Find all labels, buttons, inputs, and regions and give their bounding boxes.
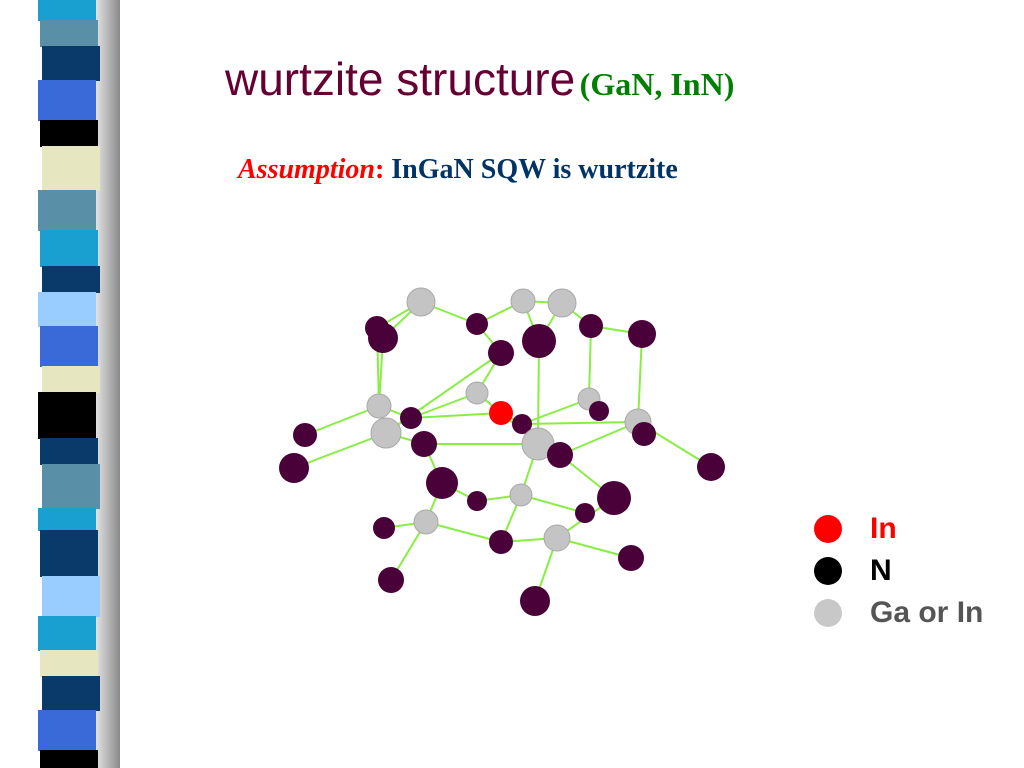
atom-n — [579, 314, 603, 338]
legend-item-in: In — [814, 512, 897, 546]
atom-n — [293, 423, 317, 447]
atom-ga-or-in — [510, 288, 536, 314]
atom-n — [522, 324, 556, 358]
atom-n — [489, 530, 513, 554]
stripe-segment — [38, 392, 96, 439]
bond — [410, 392, 478, 419]
atom-n — [697, 453, 725, 481]
atom-n — [632, 422, 656, 446]
legend-item-n: N — [814, 554, 892, 588]
bond — [304, 405, 380, 436]
title-sub: (GaN, InN) — [579, 66, 735, 102]
stripe-segment — [40, 326, 98, 367]
stripe-segment — [38, 292, 96, 327]
legend-label-in: In — [870, 512, 897, 545]
legend-label-ga-or-in: Ga or In — [870, 596, 984, 629]
stripe-segment — [38, 616, 96, 651]
legend-dot-ga-or-in — [814, 599, 842, 627]
bond — [293, 432, 387, 469]
bond — [521, 398, 590, 425]
atom-n — [467, 491, 487, 511]
stripe-segment — [38, 80, 96, 121]
atom-ga-or-in — [509, 483, 533, 507]
atom-n — [597, 481, 631, 515]
stripe-segment — [40, 650, 98, 677]
stripe-segment — [42, 676, 100, 711]
stripe-segment — [40, 530, 98, 577]
stripe-segment — [42, 266, 100, 293]
legend-item-ga-or-in: Ga or In — [814, 596, 983, 630]
decorative-stripe — [38, 0, 120, 768]
bond — [410, 412, 502, 419]
legend-dot-n — [814, 557, 842, 585]
assumption-line: Assumption: InGaN SQW is wurtzite — [238, 154, 678, 186]
stripe-segment — [38, 710, 96, 751]
atom-n — [589, 401, 609, 421]
stripe-segment — [38, 508, 96, 531]
stripe-segment — [38, 190, 96, 231]
assumption-colon: : — [374, 154, 385, 185]
bond — [637, 333, 643, 423]
atom-ga-or-in — [406, 287, 436, 317]
stripe-segment — [42, 146, 100, 191]
atom-n — [520, 586, 550, 616]
stripe-segment — [40, 120, 98, 147]
assumption-text: InGaN SQW is wurtzite — [391, 154, 678, 185]
atom-n — [279, 453, 309, 483]
assumption-label: Assumption — [238, 154, 375, 185]
atom-n — [628, 320, 656, 348]
slide-title: wurtzite structure (GaN, InN) — [225, 52, 734, 106]
legend-dot-in — [814, 515, 842, 543]
bond — [559, 421, 639, 456]
atom-in — [489, 401, 513, 425]
atom-n — [373, 517, 395, 539]
legend-label-n: N — [870, 554, 892, 587]
atom-n — [426, 467, 458, 499]
atom-n — [378, 567, 404, 593]
atom-n — [618, 545, 644, 571]
bond — [521, 421, 639, 425]
stripe-segment — [40, 750, 98, 768]
stripe-segment — [42, 46, 100, 81]
stripe-segment — [40, 20, 98, 47]
stripe-segment — [40, 438, 98, 465]
bond — [588, 325, 592, 400]
atom-ga-or-in — [547, 288, 577, 318]
atom-n — [411, 431, 437, 457]
stripe-segment — [42, 464, 100, 509]
stripe-segment — [42, 366, 100, 393]
bond — [537, 340, 540, 445]
atom-n — [547, 442, 573, 468]
atom-n — [368, 323, 398, 353]
atom-ga-or-in — [543, 524, 571, 552]
atom-n — [512, 414, 532, 434]
bond — [425, 521, 502, 543]
atom-n — [400, 407, 422, 429]
atom-n — [575, 503, 595, 523]
atom-ga-or-in — [413, 509, 439, 535]
atom-n — [466, 313, 488, 335]
atom-n — [488, 340, 514, 366]
atom-ga-or-in — [465, 381, 489, 405]
atom-ga-or-in — [370, 417, 402, 449]
atom-ga-or-in — [366, 393, 392, 419]
stripe-segment — [40, 230, 98, 267]
stripe-segment — [42, 576, 100, 617]
title-main: wurtzite structure — [225, 53, 576, 105]
stripe-segment — [38, 0, 96, 21]
